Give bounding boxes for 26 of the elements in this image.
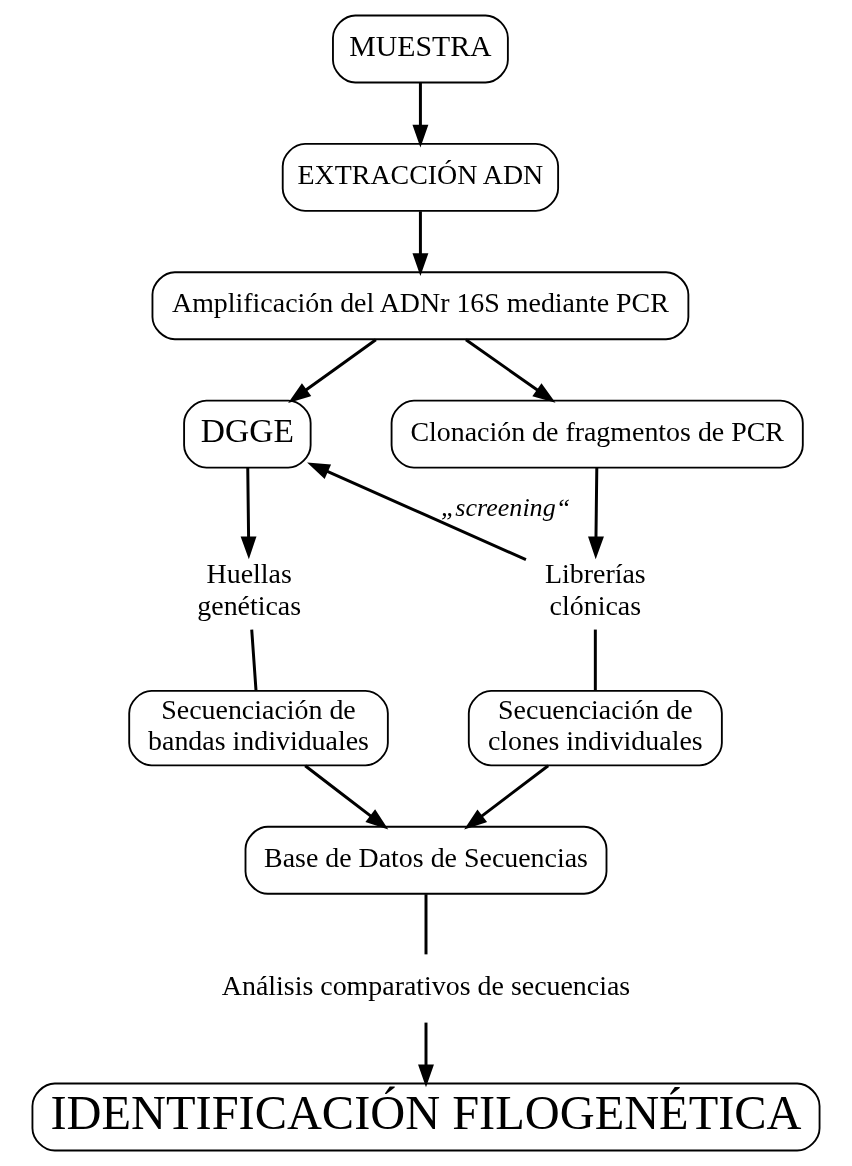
node-box: Secuenciación de bandas individuales — [128, 690, 389, 767]
node-box: Secuenciación de clones individuales — [467, 690, 723, 767]
edge-label: „screening“ — [440, 493, 571, 523]
arrow — [288, 338, 377, 403]
arrow — [240, 468, 257, 560]
connector — [250, 629, 258, 691]
node-box: DGGE — [183, 399, 312, 469]
node-box: MUESTRA — [332, 14, 509, 84]
arrow — [588, 468, 604, 560]
node-text: Huellas genéticas — [197, 558, 302, 621]
node-box: Amplificación del ADNr 16S mediante PCR — [151, 271, 690, 341]
arrow — [465, 338, 556, 403]
connector — [593, 629, 597, 691]
node-box: EXTRACCIÓN ADN — [281, 142, 560, 212]
arrow — [464, 764, 550, 830]
arrow — [412, 82, 429, 148]
arrow — [418, 1022, 434, 1088]
node-text: Librerías clónicas — [544, 558, 646, 621]
arrow — [304, 764, 389, 830]
arrow — [307, 462, 527, 561]
node-box: Base de Datos de Secuencias — [244, 825, 608, 895]
connector — [424, 894, 428, 955]
node-box: IDENTIFICACIÓN FILOGENÉTICA — [31, 1082, 821, 1152]
arrow — [412, 211, 429, 276]
node-text: Análisis comparativos de secuencias — [221, 970, 631, 1002]
node-box: Clonación de fragmentos de PCR — [390, 399, 804, 469]
